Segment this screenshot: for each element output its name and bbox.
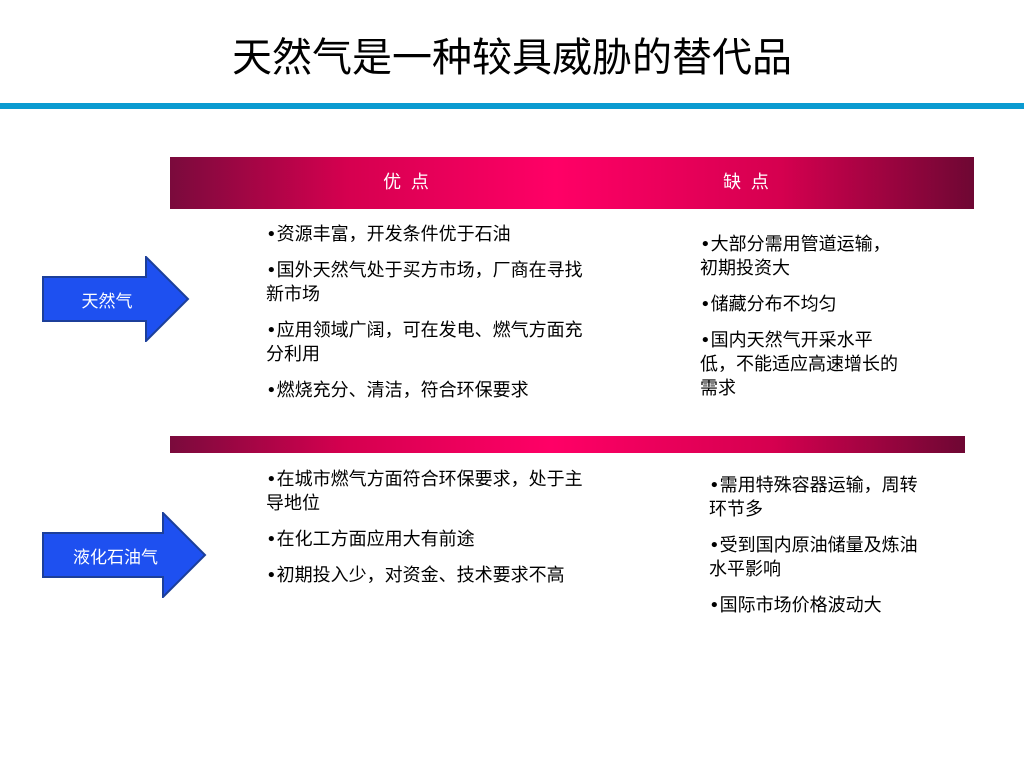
list-item: 国外天然气处于买方市场，厂商在寻找新市场 <box>266 259 596 307</box>
right-arrow-icon <box>42 512 207 598</box>
list-item: 资源丰富，开发条件优于石油 <box>266 223 596 247</box>
list-item: 国内天然气开采水平低，不能适应高速增长的需求 <box>700 329 900 401</box>
list-item: 需用特殊容器运输，周转环节多 <box>709 474 931 522</box>
list-item: 燃烧充分、清洁，符合环保要求 <box>266 379 596 403</box>
natural-gas-arrow: 天然气 <box>42 256 190 342</box>
natural-gas-pros-list: 资源丰富，开发条件优于石油 国外天然气处于买方市场，厂商在寻找新市场 应用领域广… <box>266 223 596 415</box>
cons-header: 缺 点 <box>723 172 771 193</box>
right-arrow-icon <box>42 256 190 342</box>
lpg-arrow: 液化石油气 <box>42 512 207 598</box>
pros-header: 优 点 <box>383 172 431 193</box>
list-item: 国际市场价格波动大 <box>709 594 931 618</box>
lpg-cons-list: 需用特殊容器运输，周转环节多 受到国内原油储量及炼油水平影响 国际市场价格波动大 <box>709 474 931 630</box>
list-item: 受到国内原油储量及炼油水平影响 <box>709 534 931 582</box>
list-item: 在化工方面应用大有前途 <box>266 528 596 552</box>
natural-gas-label: 天然气 <box>81 291 133 312</box>
natural-gas-cons-list: 大部分需用管道运输，初期投资大 储藏分布不均匀 国内天然气开采水平低，不能适应高… <box>700 233 900 413</box>
list-item: 大部分需用管道运输，初期投资大 <box>700 233 900 281</box>
list-item: 储藏分布不均匀 <box>700 293 900 317</box>
list-item: 在城市燃气方面符合环保要求，处于主导地位 <box>266 468 596 516</box>
list-item: 应用领域广阔，可在发电、燃气方面充分利用 <box>266 319 596 367</box>
lpg-pros-list: 在城市燃气方面符合环保要求，处于主导地位 在化工方面应用大有前途 初期投入少，对… <box>266 468 596 600</box>
page-title: 天然气是一种较具威胁的替代品 <box>232 35 792 81</box>
title-divider <box>0 103 1024 109</box>
row-divider-band <box>170 436 965 453</box>
header-band <box>170 157 974 209</box>
list-item: 初期投入少，对资金、技术要求不高 <box>266 564 596 588</box>
lpg-label: 液化石油气 <box>73 547 158 568</box>
